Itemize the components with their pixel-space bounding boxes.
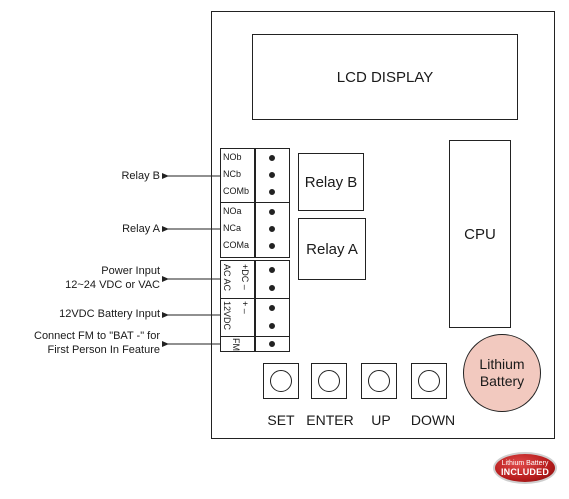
lithium-included-badge: Lithium Battery INCLUDED [493, 452, 557, 484]
side-label-relay-a: Relay A [122, 223, 160, 235]
lcd-display: LCD DISPLAY [252, 34, 518, 120]
up-button-label: UP [371, 412, 391, 428]
fm-terminal-label: FM [231, 338, 241, 351]
relay-terminal-screws [255, 148, 290, 258]
relay-b-label: Relay B [304, 173, 358, 191]
badge-line1: Lithium Battery [501, 460, 549, 467]
cpu-label: CPU [464, 225, 496, 243]
terminal-screw [269, 209, 275, 215]
relay-terminal-labels [220, 148, 255, 258]
terminal-screw [269, 189, 275, 195]
side-label-power-line1: Power Input [101, 265, 160, 277]
button-ring-icon [318, 370, 340, 392]
terminal-screw [269, 172, 275, 178]
enter-button-label: ENTER [306, 412, 354, 428]
power-terminal-divider [220, 298, 290, 299]
terminal-coma: COMa [223, 240, 250, 250]
button-ring-icon [418, 370, 440, 392]
battery-polarity-label: + – [240, 301, 250, 314]
side-label-fm-line1: Connect FM to "BAT -" for [34, 330, 160, 342]
power-ac-label: AC AC [222, 264, 232, 292]
terminal-comb: COMb [223, 186, 250, 196]
lcd-label: LCD DISPLAY [336, 68, 434, 86]
button-ring-icon [368, 370, 390, 392]
power-dc-label: +DC – [240, 264, 250, 290]
terminal-screw [269, 285, 275, 291]
terminal-nca: NCa [223, 223, 242, 233]
side-label-battery: 12VDC Battery Input [59, 308, 160, 320]
down-button[interactable] [411, 363, 447, 399]
terminal-noa: NOa [223, 206, 242, 216]
terminal-screw [269, 341, 275, 347]
button-ring-icon [270, 370, 292, 392]
terminal-ncb: NCb [223, 169, 242, 179]
terminal-screw [269, 155, 275, 161]
terminal-screw [269, 226, 275, 232]
side-label-fm-line2: First Person In Feature [47, 344, 161, 356]
lithium-battery: Lithium Battery [463, 334, 541, 412]
relay-a-label: Relay A [306, 240, 358, 258]
terminal-nob: NOb [223, 152, 242, 162]
enter-button[interactable] [311, 363, 347, 399]
down-button-label: DOWN [410, 412, 456, 428]
controller-board [211, 11, 555, 439]
set-button[interactable] [263, 363, 299, 399]
cpu-chip: CPU [449, 140, 511, 328]
terminal-screw [269, 243, 275, 249]
battery-label-line1: Lithium [479, 356, 525, 372]
terminal-screw [269, 323, 275, 329]
set-button-label: SET [267, 412, 295, 428]
battery-12vdc-label: 12VDC [222, 301, 232, 331]
side-label-relay-b: Relay B [121, 170, 160, 182]
side-label-power-line2: 12~24 VDC or VAC [65, 279, 160, 291]
terminal-screw [269, 267, 275, 273]
relay-b-block: Relay B [298, 153, 364, 211]
up-button[interactable] [361, 363, 397, 399]
terminal-screw [269, 305, 275, 311]
relay-terminal-divider [220, 202, 290, 203]
badge-line2: INCLUDED [500, 467, 550, 477]
battery-label-line2: Battery [479, 373, 525, 389]
fm-terminal-divider [220, 336, 290, 337]
relay-a-block: Relay A [298, 218, 366, 280]
